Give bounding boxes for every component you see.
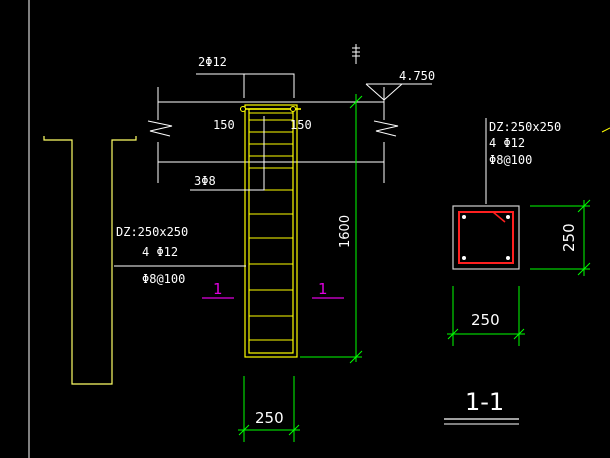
column-elevation [244, 104, 298, 358]
level-symbol [365, 83, 432, 108]
column-spec-line-2: 4 Φ12 [142, 245, 178, 259]
column-spec-line-1: DZ:250x250 [116, 225, 188, 239]
section-outline [452, 205, 520, 270]
wall-outline [43, 136, 137, 385]
height-dimension [300, 94, 363, 364]
section-height-dimension [530, 199, 591, 276]
left-cover-label: 150 [213, 118, 235, 132]
section-marker-left-label: 1 [213, 280, 223, 298]
section-marker-right-label: 1 [318, 280, 328, 298]
width-dimension-label: 250 [255, 409, 284, 427]
section-marker-right: 1 [312, 280, 344, 299]
section-spec-line-2: 4 Φ12 [489, 136, 525, 150]
rebar-dot-right [290, 106, 296, 112]
section-title: 1-1 [465, 388, 504, 416]
section-hook [492, 211, 506, 223]
stirrups [249, 112, 293, 341]
top-bar-label: 2Φ12 [198, 55, 227, 69]
slab-lines [157, 87, 385, 183]
section-rebars [462, 215, 510, 260]
stirrup-top-label: 3Φ8 [194, 174, 216, 188]
section-stirrup [458, 211, 514, 264]
section-spec-line-3: Φ8@100 [489, 153, 532, 167]
column-spec-line-3: Φ8@100 [142, 272, 185, 286]
rebar-dot-left [240, 106, 246, 112]
section-spec-line-1: DZ:250x250 [489, 120, 561, 134]
section-width-label: 250 [471, 311, 500, 329]
section-height-label: 250 [560, 223, 578, 252]
width-dimension [238, 376, 300, 442]
leader-stirrup-top [190, 116, 265, 191]
section-marker-left: 1 [202, 280, 234, 299]
leader-top-bar [196, 73, 295, 98]
edge-mark [601, 127, 610, 133]
break-symbol-left [147, 120, 173, 137]
break-mark-top [352, 44, 360, 64]
break-symbol-right [373, 120, 399, 137]
right-cover-label: 150 [290, 118, 312, 132]
level-label: 4.750 [399, 69, 435, 83]
section-width-dimension [447, 286, 525, 346]
height-dimension-label: 1600 [338, 215, 353, 248]
